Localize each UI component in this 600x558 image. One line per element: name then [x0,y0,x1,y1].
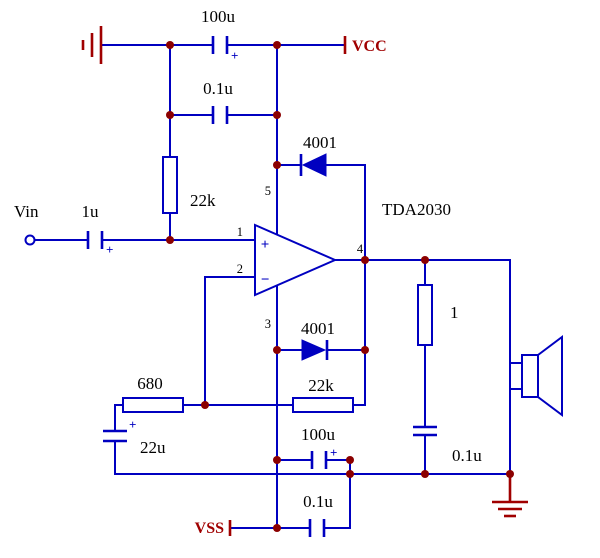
junction-dot [346,470,354,478]
junction-dot [273,346,281,354]
junction-dot [421,470,429,478]
junction-dot [273,111,281,119]
opamp-minus-sign: − [261,272,270,288]
opamp-triangle [254,223,338,297]
speaker-icon [521,335,563,417]
diode-bottom-4001: 4001 [301,319,335,361]
opamp-plus-sign: + [261,237,270,253]
junction-dot [166,41,174,49]
junction-dot [421,256,429,264]
junction-dot [201,401,209,409]
resistor-value: 22k [308,376,334,395]
capacitor-vcc-0p1u: 0.1u [203,79,233,124]
capacitor-vss-100u: 100u + [301,425,337,469]
polarity-plus: + [231,48,238,63]
resistor-body [417,284,433,346]
resistor-value: 1 [450,303,459,322]
ground-symbol-top-icon [81,26,103,64]
diode-top-4001: 4001 [299,133,337,177]
diode-triangle [301,153,327,177]
resistor-body [122,397,184,413]
vcc-label: VCC [352,38,387,55]
capacitor-value: 0.1u [303,492,333,511]
capacitor-zobel-0p1u: 0.1u [413,425,482,465]
diode-triangle [301,339,327,361]
capacitor-value: 0.1u [452,446,482,465]
resistor-value: 680 [137,374,163,393]
resistor-ground-680: 680 [122,374,184,413]
capacitor-vcc-100u: 100u + [201,7,238,63]
junction-dots [166,41,514,532]
junction-dot [273,41,281,49]
ground-symbol-bottom-icon [492,474,528,518]
pin-2-label: 2 [237,262,243,276]
pin-3-label: 3 [265,317,271,331]
pin-4-label: 4 [357,242,364,256]
junction-dot [273,456,281,464]
capacitor-value: 100u [201,7,236,26]
junction-dot [273,524,281,532]
resistor-zobel-1: 1 [417,284,459,346]
vss-power-port: VSS [195,520,232,537]
input-terminal: Vin [14,202,39,246]
capacitor-value: 0.1u [203,79,233,98]
junction-dot [166,111,174,119]
resistor-body [162,156,178,214]
vin-label: Vin [14,202,39,221]
junction-dot [346,456,354,464]
resistor-value: 22k [190,191,216,210]
polarity-plus: + [129,417,136,432]
junction-dot [361,346,369,354]
opamp-tda2030: + − TDA2030 1 2 5 3 4 [237,184,451,331]
pin-5-label: 5 [265,184,271,198]
input-port-icon [24,234,36,246]
polarity-plus: + [330,445,337,460]
diode-value: 4001 [303,133,337,152]
capacitor-vss-0p1u: 0.1u [303,492,333,537]
resistor-bias-22k: 22k [162,156,216,214]
vcc-power-port: VCC [343,36,387,55]
capacitor-feedback-22u: + 22u [103,417,166,457]
vss-label: VSS [195,520,224,537]
resistor-feedback-22k: 22k [292,376,354,413]
capacitor-value: 100u [301,425,336,444]
junction-dot [361,256,369,264]
ic-label: TDA2030 [382,200,451,219]
capacitor-value: 22u [140,438,166,457]
diode-value: 4001 [301,319,335,338]
polarity-plus: + [106,242,113,257]
junction-dot [273,161,281,169]
junction-dot [506,470,514,478]
resistor-body [292,397,354,413]
pin-1-label: 1 [237,225,243,239]
capacitor-value: 1u [82,202,100,221]
junction-dot [166,236,174,244]
speaker-body [521,354,539,398]
speaker-horn [537,335,563,417]
capacitor-input-1u: 1u + [82,202,114,257]
